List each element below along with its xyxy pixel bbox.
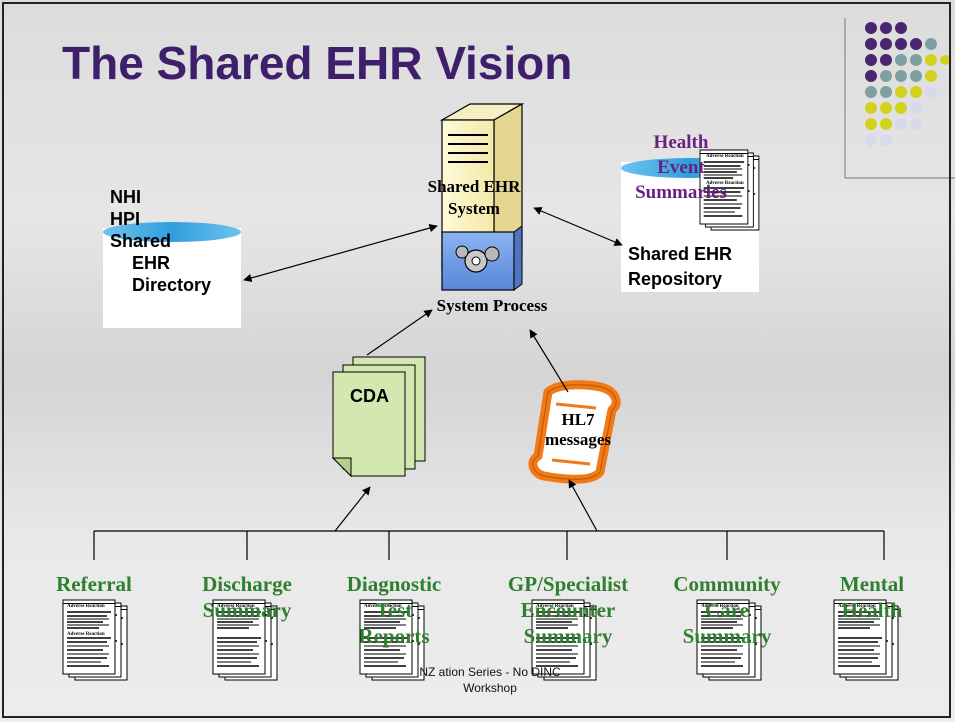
directory-database-icon — [103, 222, 241, 328]
directory-line: HPI — [110, 209, 141, 229]
repository-label-line: Repository — [628, 269, 723, 289]
slide-title: The Shared EHR Vision — [62, 37, 573, 89]
event-line: Summaries — [635, 182, 727, 203]
leaf-line: Referral — [56, 572, 132, 596]
hl7-scroll-icon — [528, 380, 621, 484]
directory-line: NHI — [110, 187, 141, 207]
server-label-line: Shared EHR — [427, 177, 521, 196]
leaf-label-diagnostic: Diagnostic Test Reports — [334, 571, 454, 649]
repository-label-line: Shared EHR — [628, 244, 733, 264]
document-caption: Adverse Reaction — [706, 154, 744, 159]
document-caption: Adverse Reaction — [364, 604, 402, 609]
leaf-line: Reports — [358, 624, 430, 648]
arrow-tree-cda — [334, 486, 371, 532]
event-line: Event — [657, 157, 705, 178]
decorative-dot-grid — [865, 22, 950, 146]
hl7-label-line: HL7 — [561, 410, 595, 429]
leaf-label-gp-specialist: GP/Specialist Encounter Summary — [488, 571, 648, 649]
leaf-label-community: Community Care Summary — [667, 571, 787, 649]
directory-line: EHR — [132, 253, 171, 273]
leaf-line: Health — [841, 598, 903, 622]
directory-line: Shared — [110, 231, 172, 251]
server-icon — [439, 102, 525, 291]
repository-label: Shared EHR Repository — [628, 242, 732, 292]
arrow-server-repository — [533, 207, 623, 246]
leaf-label-mental-health: Mental Health — [822, 571, 922, 623]
cda-document-icon — [331, 356, 426, 478]
leaf-line: Summary — [202, 598, 292, 622]
footer-line: NZ ation Series - No DINC — [419, 665, 561, 679]
leaf-label-referral: Referral — [44, 571, 144, 597]
system-process-label: System Process — [436, 296, 548, 315]
leaf-line: Mental — [839, 572, 905, 596]
slide-footer: NZ ation Series - No DINC Workshop — [320, 664, 660, 696]
directory-label: NHI HPI Shared EHR Directory — [110, 186, 211, 296]
arrow-directory-server — [243, 223, 438, 283]
document-caption: Adverse Reaction — [838, 604, 876, 609]
arrow-hl7-process — [529, 329, 569, 393]
leaf-line: Summary — [682, 624, 772, 648]
document-tree-bracket — [93, 530, 885, 560]
leaf-line: Encounter — [520, 598, 616, 622]
leaf-line: Test — [375, 598, 413, 622]
hl7-label-line: messages — [544, 430, 612, 449]
server-label: Shared EHR System — [414, 176, 534, 220]
health-event-summaries-label: Health Event Summaries — [606, 130, 756, 205]
server-label-line: System — [448, 199, 500, 218]
leaf-line: Community — [673, 572, 781, 596]
leaf-line: Diagnostic — [346, 572, 442, 596]
arrow-tree-hl7 — [568, 479, 598, 532]
leaf-document-icon — [63, 600, 127, 680]
leaf-line: Discharge — [202, 572, 292, 596]
document-caption: Adverse Reaction — [67, 632, 105, 637]
document-caption: Adverse Reaction — [706, 181, 744, 186]
arrow-cda-process — [366, 309, 433, 356]
document-caption: Adverse Reaction — [701, 604, 739, 609]
event-line: Health — [653, 132, 709, 153]
leaf-line: Summary — [523, 624, 613, 648]
directory-line: Directory — [132, 275, 212, 295]
footer-line: Workshop — [463, 681, 517, 695]
leaf-label-discharge: Discharge Summary — [187, 571, 307, 623]
document-caption: Adverse Reaction — [536, 604, 574, 609]
document-caption: Adverse Reaction — [217, 604, 255, 609]
hl7-label: HL7 messages — [528, 410, 628, 450]
leaf-line: Care — [705, 598, 749, 622]
document-caption: Adverse Reaction — [67, 604, 105, 609]
leaf-line: GP/Specialist — [507, 572, 629, 596]
cda-label: CDA — [350, 386, 389, 406]
